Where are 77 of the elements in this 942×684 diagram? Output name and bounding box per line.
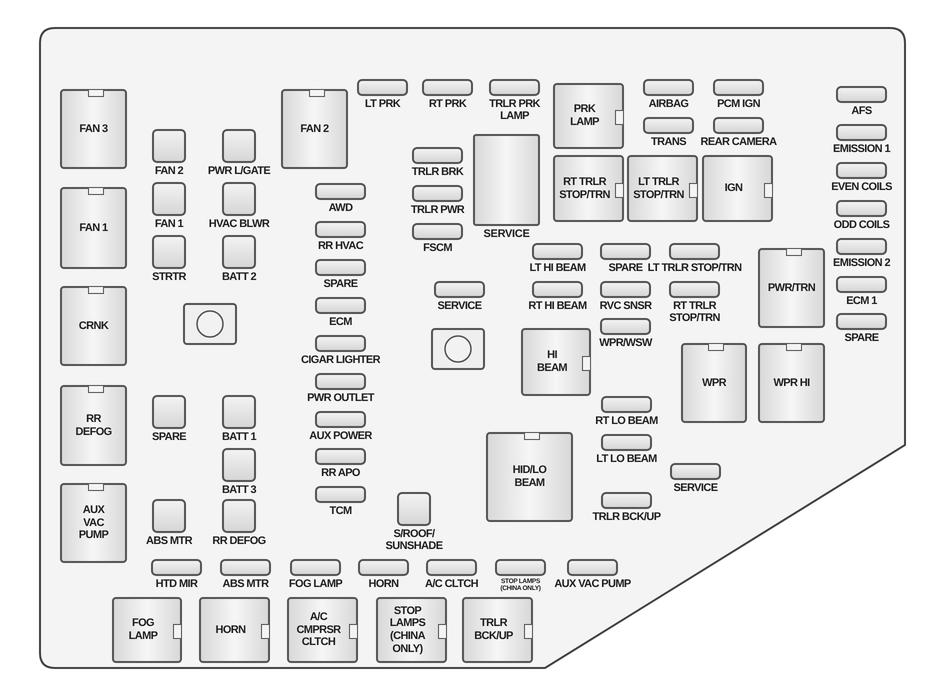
fuse-label: TRANS (651, 136, 686, 148)
fuse-label: RVC SNSR (600, 300, 652, 312)
fuse-label: LT LO BEAM (596, 453, 657, 466)
fuse-label: PWR OUTLET (307, 392, 374, 404)
fuse-label: REAR CAMERA (700, 136, 776, 148)
fuse-label: BATT 1 (222, 431, 256, 444)
fuse-label: RR HVAC (318, 240, 364, 252)
fuse-label: TRLR PWR (410, 204, 464, 216)
relay-label: LT TRLR STOP/TRN (632, 176, 685, 202)
relay-label: PWR/TRN (768, 282, 816, 294)
fuse-label: ABS MTR (222, 578, 268, 590)
fuse-label: AFS (851, 105, 872, 118)
fuse-label: EMISSION 1 (833, 143, 890, 156)
fuse-label: LT PRK (364, 98, 400, 110)
fuse-label: SPARE (152, 431, 186, 444)
fuse-label: AUX VAC PUMP (554, 578, 631, 590)
relay-label: RR DEFOG (76, 412, 112, 438)
fuse-label: TRLR BCK/UP (592, 511, 660, 524)
relay-label: PRK LAMP (569, 103, 600, 129)
relay-label: WPR HI (773, 376, 810, 390)
relay-label: FAN 2 (300, 122, 329, 136)
relay-label: RT TRLR STOP/TRN (558, 176, 611, 202)
relay-label: WPR (702, 376, 726, 390)
fuse-label: BATT 2 (222, 271, 256, 284)
relay-label: TRLR BCK/UP (473, 617, 514, 643)
fuse-label: BATT 3 (222, 484, 256, 496)
relay-label: AUX VAC PUMP (78, 504, 110, 542)
fuse-label: HVAC BLWR (208, 218, 270, 230)
fuse-label: A/C CLTCH (424, 578, 478, 590)
fuse-label: ECM (329, 316, 352, 328)
fuse-label: FSCM (423, 242, 452, 254)
relay-label: IGN (724, 182, 742, 195)
fuse-label: TRLR BRK (412, 166, 464, 178)
fuse-label: FAN 2 (154, 165, 184, 178)
relay-label: FAN 1 (79, 222, 108, 234)
fuse-label: EMISSION 2 (833, 257, 890, 270)
fuse-label: SPARE (323, 278, 358, 290)
fuse-label: RT HI BEAM (528, 300, 587, 312)
fuse-label: SERVICE (484, 228, 530, 240)
fuse-label: SERVICE (438, 300, 482, 312)
fuse-label: WPR/WSW (599, 337, 652, 350)
relay-label: A/C CMPRSR CLTCH (295, 611, 342, 649)
fuse-label: SERVICE (674, 482, 718, 494)
relay-label: FAN 3 (79, 122, 108, 136)
relay-label: HORN (216, 624, 246, 636)
fuse-label: LT TRLR STOP/TRN (648, 262, 742, 274)
relay-label: HID/LO BEAM (512, 464, 548, 490)
fuse-label: HORN (368, 578, 398, 590)
fuse-label: SPARE (608, 262, 643, 274)
fuse-label: AIRBAG (648, 98, 688, 110)
fuse-label: PCM IGN (717, 98, 760, 110)
fuse-label: AWD (328, 202, 352, 214)
fuse-label: LT HI BEAM (529, 262, 586, 274)
relay-label: STOP LAMPS (CHINA ONLY) (388, 604, 426, 656)
fuse-label: ABS MTR (146, 535, 192, 548)
fuse-label: PWR L/GATE (208, 165, 270, 178)
fuse-label: SPARE (844, 332, 879, 344)
fuse-label: FAN 1 (154, 218, 184, 230)
fuse-label: ECM 1 (846, 295, 877, 308)
fuse-label: HTD MIR (156, 578, 198, 590)
fuse-label: RR APO (321, 467, 360, 480)
fuse-label: STRTR (152, 271, 186, 284)
relay-label: CRNK (78, 320, 108, 332)
relay-label: HI BEAM (536, 349, 568, 375)
fuse-label: FOG LAMP (288, 578, 342, 590)
fuse-label: CIGAR LIGHTER (301, 354, 380, 366)
fuse-label: ODD COILS (834, 219, 890, 232)
relay-label: FOG LAMP (128, 617, 158, 643)
fuse-label: AUX POWER (309, 430, 372, 442)
fuse-label: RR DEFOG (212, 535, 266, 548)
fuse-label: S/ROOF/ SUNSHADE (384, 528, 444, 552)
fuse-label: RT TRLR STOP/TRN (668, 300, 721, 324)
fuse-label: RT LO BEAM (595, 415, 658, 428)
fuse-label: TRLR PRK LAMP (488, 98, 542, 122)
fuse-label: EVEN COILS (831, 181, 892, 194)
fuse-label: TCM (329, 505, 352, 518)
fuse-label: RT PRK (428, 98, 466, 110)
